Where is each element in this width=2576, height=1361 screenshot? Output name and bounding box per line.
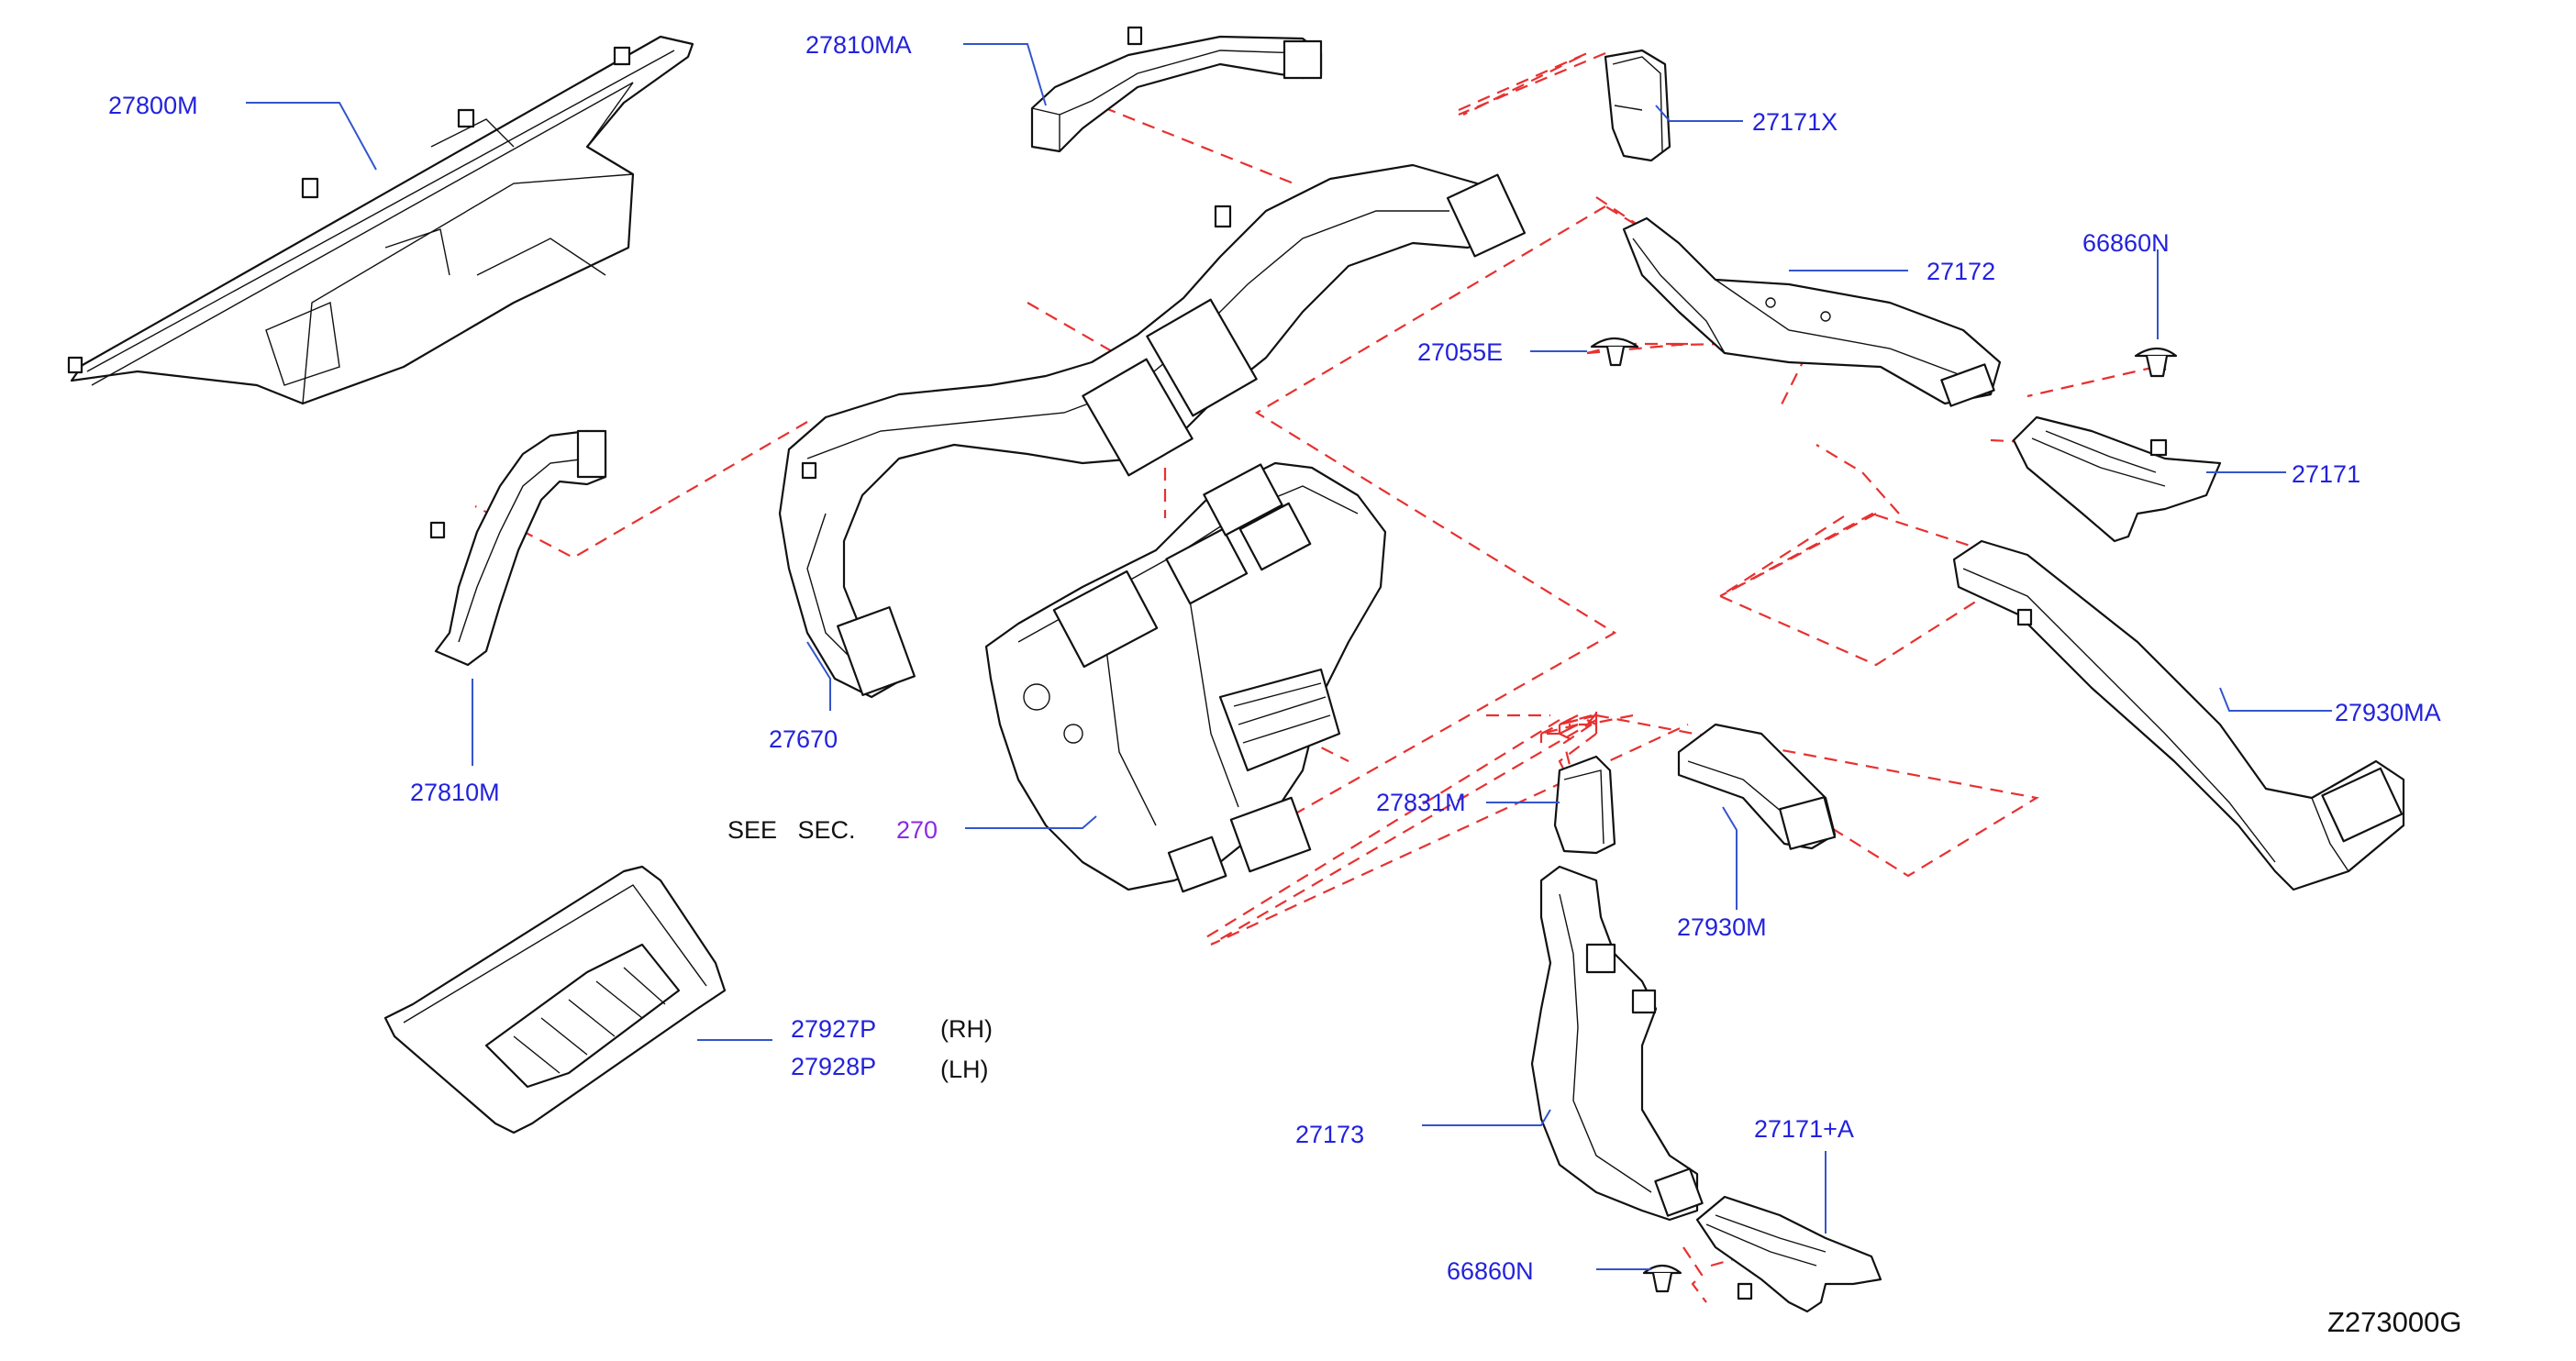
label-27928p[interactable]: 27928P <box>791 1053 876 1080</box>
label-27831m[interactable]: 27831M <box>1376 789 1466 816</box>
label-27670[interactable]: 27670 <box>769 725 838 753</box>
duct-27810m-drawing <box>429 429 607 667</box>
section-link-270[interactable]: 270 <box>896 816 938 844</box>
hvac-unit-drawing <box>984 461 1387 893</box>
label-27810m[interactable]: 27810M <box>410 779 500 806</box>
label-27930m[interactable]: 27930M <box>1677 913 1767 941</box>
label-27172[interactable]: 27172 <box>1926 258 1995 285</box>
see-section-text: SEE SEC. <box>727 816 856 844</box>
duct-27670-drawing <box>778 163 1527 699</box>
diagram-id: Z273000G <box>2327 1306 2462 1338</box>
label-66860n-top[interactable]: 66860N <box>2082 229 2170 257</box>
clip-66860n-bottom-drawing <box>1642 1264 1682 1293</box>
label-27171x[interactable]: 27171X <box>1752 108 1838 136</box>
clip-27055e-drawing <box>1590 337 1639 367</box>
label-27173[interactable]: 27173 <box>1295 1121 1364 1148</box>
duct-27800m-drawing <box>67 35 694 405</box>
label-27927p[interactable]: 27927P <box>791 1015 876 1043</box>
duct-27171-drawing <box>2012 415 2222 543</box>
label-27800m[interactable]: 27800M <box>108 92 198 119</box>
part-labels: 27810MA 27800M 27171X 27172 66860N 27055… <box>108 31 2462 1338</box>
label-27055e[interactable]: 27055E <box>1417 338 1503 366</box>
leader-lines <box>246 43 2332 1270</box>
label-27930ma[interactable]: 27930MA <box>2335 699 2441 726</box>
clip-66860n-top-drawing <box>2134 347 2178 378</box>
label-27171-a[interactable]: 27171+A <box>1754 1115 1854 1143</box>
label-27171[interactable]: 27171 <box>2292 460 2360 488</box>
duct-27930m-drawing <box>1677 723 1837 850</box>
duct-27810ma-drawing <box>1030 26 1323 153</box>
duct-27930ma-drawing <box>1952 539 2405 891</box>
label-rh: (RH) <box>940 1015 993 1043</box>
duct-27172-drawing <box>1622 216 2002 407</box>
duct-27831m-drawing <box>1553 755 1616 855</box>
duct-27171x-drawing <box>1604 49 1671 162</box>
label-lh: (LH) <box>940 1056 989 1083</box>
duct-27171a-drawing <box>1695 1195 1882 1313</box>
label-66860n-bottom[interactable]: 66860N <box>1447 1257 1534 1285</box>
label-27810ma[interactable]: 27810MA <box>805 31 912 59</box>
duct-27173-drawing <box>1530 865 1704 1222</box>
vent-grille-27927p-drawing <box>383 865 727 1134</box>
